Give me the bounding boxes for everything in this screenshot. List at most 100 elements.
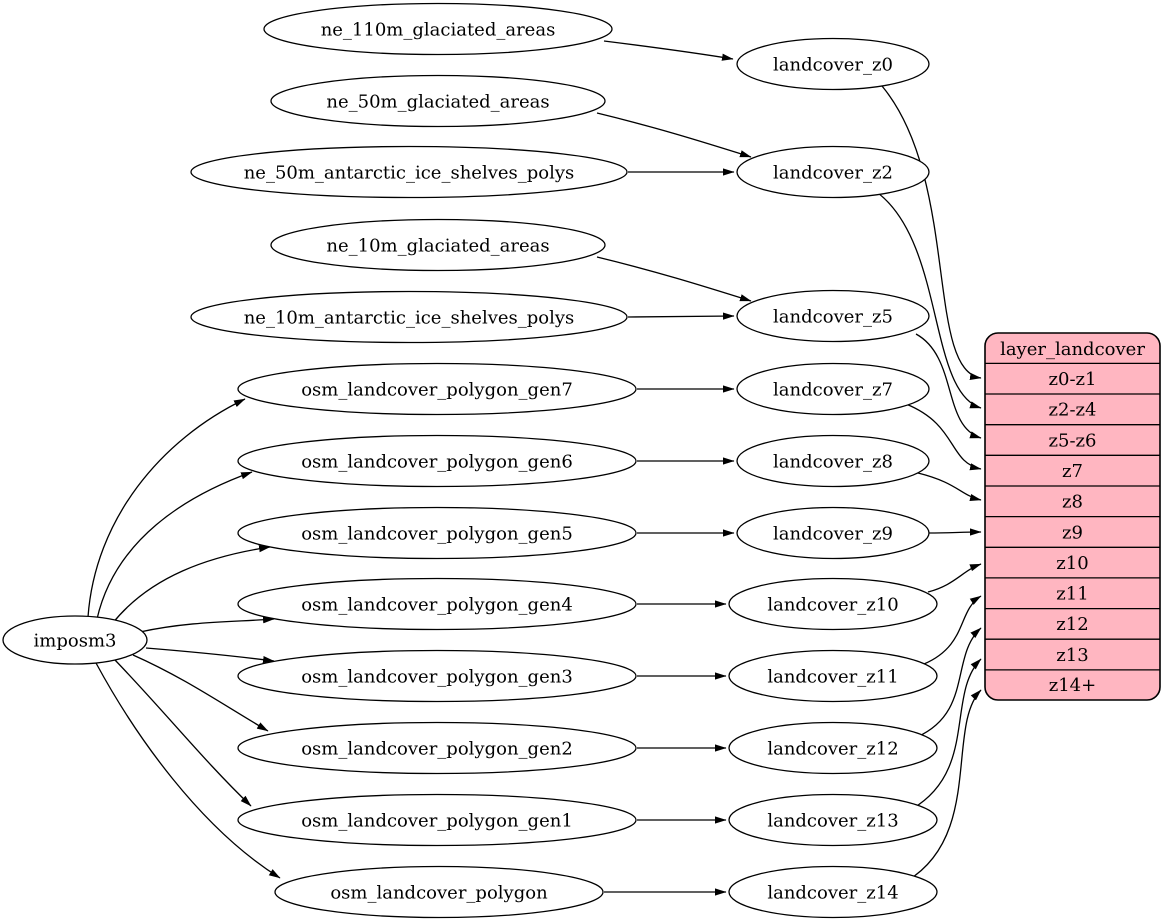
node-landcover-z11: landcover_z11: [728, 649, 938, 703]
edge-z7-row-z7: [905, 403, 982, 471]
node-landcover-z10-label: landcover_z10: [767, 594, 898, 615]
edge-z8-row-z8: [917, 472, 982, 501]
node-osm-landcover-polygon-gen3: osm_landcover_polygon_gen3: [237, 649, 637, 703]
record-row-z12: z12: [1056, 614, 1088, 635]
node-osm-landcover-polygon-gen2-shape: [237, 721, 637, 775]
edge-z13-row-z13: [911, 658, 982, 810]
node-landcover-z13: landcover_z13: [728, 793, 938, 847]
node-landcover-z7-shape: [736, 362, 930, 416]
edge-z10-row-z10: [927, 563, 982, 593]
node-imposm3-label: imposm3: [34, 630, 117, 651]
node-ne-50m-antarctic-ice-shelves-polys-label: ne_50m_antarctic_ice_shelves_polys: [244, 162, 575, 183]
edge-imposm3-gen6: [96, 471, 253, 620]
node-layer-landcover-dividers: [985, 362, 1160, 671]
node-landcover-z9-shape: [736, 506, 930, 560]
node-landcover-z12: landcover_z12: [728, 721, 938, 775]
edge-z2-row-z2z4: [877, 192, 982, 409]
record-row-z7: z7: [1062, 461, 1083, 482]
node-landcover-z13-shape: [728, 793, 938, 847]
node-osm-landcover-polygon-gen1-label: osm_landcover_polygon_gen1: [301, 810, 573, 831]
edge-imposm3-gen3: [145, 647, 275, 664]
node-landcover-z11-label: landcover_z11: [767, 666, 898, 687]
node-osm-landcover-polygon-label: osm_landcover_polygon: [330, 882, 548, 903]
node-landcover-z12-shape: [728, 721, 938, 775]
node-landcover-z14-label: landcover_z14: [767, 882, 898, 903]
node-osm-landcover-polygon-gen5-label: osm_landcover_polygon_gen5: [301, 523, 573, 544]
node-osm-landcover-polygon-gen3-label: osm_landcover_polygon_gen3: [301, 666, 573, 687]
node-landcover-z9: landcover_z9: [736, 506, 930, 560]
node-osm-landcover-polygon-gen3-shape: [237, 649, 637, 703]
node-landcover-z0: landcover_z0: [736, 37, 930, 91]
node-landcover-z2-label: landcover_z2: [773, 162, 893, 183]
edge-ne10m-glac-z5: [596, 256, 752, 302]
node-landcover-z8-shape: [736, 434, 930, 488]
edge-z14-row-z14plus: [906, 689, 982, 882]
node-landcover-z8-label: landcover_z8: [773, 451, 893, 472]
node-landcover-z10-shape: [728, 577, 938, 631]
node-imposm3-shape: [2, 615, 148, 665]
edge-z0-row-z0z1: [881, 85, 982, 380]
node-ne-50m-antarctic-ice-shelves-polys-shape: [190, 145, 628, 199]
record-row-z2-z4: z2-z4: [1049, 400, 1097, 421]
node-landcover-z5: landcover_z5: [736, 289, 930, 343]
node-osm-landcover-polygon-gen7-shape: [237, 362, 637, 416]
node-osm-landcover-polygon-shape: [274, 865, 604, 919]
node-landcover-z0-shape: [736, 37, 930, 91]
node-landcover-z12-label: landcover_z12: [767, 738, 898, 759]
node-osm-landcover-polygon-gen4: osm_landcover_polygon_gen4: [237, 577, 637, 631]
edge-imposm3-gen1: [114, 659, 252, 807]
record-row-z13: z13: [1056, 645, 1088, 666]
node-ne-10m-glaciated-areas-label: ne_10m_glaciated_areas: [326, 235, 549, 256]
node-osm-landcover-polygon: osm_landcover_polygon: [274, 865, 604, 919]
node-landcover-z11-shape: [728, 649, 938, 703]
record-row-z9: z9: [1062, 522, 1083, 543]
node-osm-landcover-polygon-gen1-shape: [237, 793, 637, 847]
node-landcover-z14: landcover_z14: [728, 865, 938, 919]
edge-z5-row-z5z6: [915, 333, 982, 439]
node-osm-landcover-polygon-gen7-label: osm_landcover_polygon_gen7: [301, 379, 573, 400]
node-ne-50m-glaciated-areas-label: ne_50m_glaciated_areas: [326, 91, 549, 112]
record-row-z0-z1: z0-z1: [1049, 369, 1097, 390]
node-ne-50m-glaciated-areas: ne_50m_glaciated_areas: [270, 74, 606, 128]
node-landcover-z7-label: landcover_z7: [773, 379, 893, 400]
node-landcover-z5-shape: [736, 289, 930, 343]
node-osm-landcover-polygon-gen5: osm_landcover_polygon_gen5: [237, 506, 637, 560]
edge-imposm3-gen5: [111, 545, 271, 625]
node-landcover-z2: landcover_z2: [736, 145, 930, 199]
node-ne-10m-glaciated-areas-shape: [270, 218, 606, 272]
record-row-z11: z11: [1056, 584, 1088, 605]
node-osm-landcover-polygon-gen4-label: osm_landcover_polygon_gen4: [301, 594, 573, 615]
node-landcover-z14-shape: [728, 865, 938, 919]
edge-imposm3-gen4: [139, 616, 275, 633]
edge-z9-row-z9: [928, 528, 982, 536]
node-imposm3: imposm3: [2, 615, 148, 665]
edge-imposm3-gen7: [87, 398, 246, 618]
node-osm-landcover-polygon-gen4-shape: [237, 577, 637, 631]
node-osm-landcover-polygon-gen6: osm_landcover_polygon_gen6: [237, 434, 637, 488]
node-landcover-z7: landcover_z7: [736, 362, 930, 416]
node-landcover-z0-label: landcover_z0: [773, 54, 893, 75]
node-landcover-z9-label: landcover_z9: [773, 523, 893, 544]
record-row-z8: z8: [1062, 492, 1083, 513]
edge-ne50m-glac-z2: [596, 112, 752, 158]
record-row-z5-z6: z5-z6: [1049, 430, 1097, 451]
node-ne-10m-antarctic-ice-shelves-polys: ne_10m_antarctic_ice_shelves_polys: [190, 290, 628, 344]
edge-ne110m-z0: [603, 40, 734, 61]
record-row-z14plus: z14+: [1049, 675, 1096, 696]
edge-imposm3-polygon: [95, 662, 281, 879]
edge-group: [87, 40, 982, 896]
node-osm-landcover-polygon-gen5-shape: [237, 506, 637, 560]
edge-z11-row-z11: [923, 595, 982, 665]
node-ne-10m-antarctic-ice-shelves-polys-label: ne_10m_antarctic_ice_shelves_polys: [244, 307, 575, 328]
record-row-z10: z10: [1056, 553, 1088, 574]
edge-imposm3-gen2: [132, 654, 269, 732]
node-ne-110m-glaciated-areas-label: ne_110m_glaciated_areas: [321, 19, 556, 40]
node-ne-110m-glaciated-areas-shape: [263, 2, 613, 56]
node-landcover-z2-shape: [736, 145, 930, 199]
node-osm-landcover-polygon-gen2: osm_landcover_polygon_gen2: [237, 721, 637, 775]
node-landcover-z5-label: landcover_z5: [773, 306, 893, 327]
node-landcover-z13-label: landcover_z13: [767, 810, 898, 831]
node-osm-landcover-polygon-gen1: osm_landcover_polygon_gen1: [237, 793, 637, 847]
node-ne-50m-antarctic-ice-shelves-polys: ne_50m_antarctic_ice_shelves_polys: [190, 145, 628, 199]
